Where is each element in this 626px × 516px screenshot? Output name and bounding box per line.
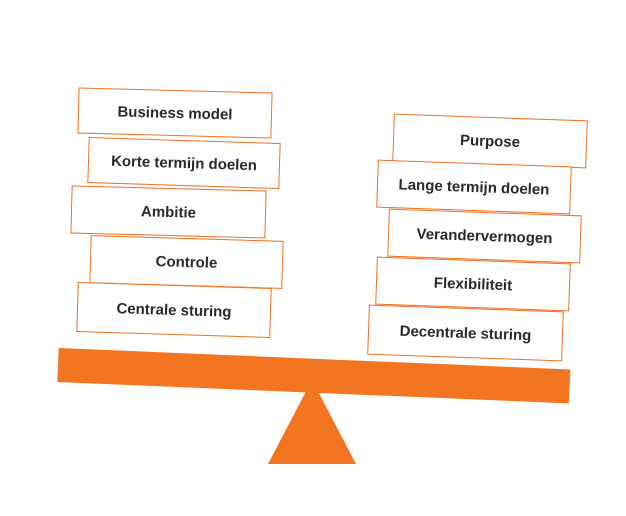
left-box-label: Korte termijn doelen (110, 152, 258, 174)
left-box-ambitie: Ambitie (70, 185, 267, 239)
left-box-label: Centrale sturing (116, 299, 232, 321)
right-box-lange-termijn-doelen: Lange termijn doelen (376, 159, 572, 215)
left-box-business-model: Business model (77, 87, 273, 139)
right-box-label: Purpose (459, 131, 521, 151)
right-box-label: Lange termijn doelen (398, 175, 550, 199)
left-box-label: Business model (117, 102, 233, 124)
right-box-verandervermogen: Verandervermogen (387, 208, 582, 264)
left-box-label: Controle (155, 252, 218, 272)
right-box-label: Flexibiliteit (433, 274, 513, 294)
right-box-decentrale-sturing: Decentrale sturing (367, 304, 564, 362)
right-box-flexibiliteit: Flexibiliteit (375, 256, 571, 312)
left-box-label: Ambitie (140, 202, 197, 222)
fulcrum-triangle (268, 380, 356, 464)
left-box-centrale-sturing: Centrale sturing (76, 281, 272, 339)
right-box-label: Decentrale sturing (399, 322, 532, 344)
right-box-label: Verandervermogen (416, 225, 553, 247)
left-box-controle: Controle (89, 235, 284, 289)
left-box-korte-termijn-doelen: Korte termijn doelen (87, 136, 281, 190)
